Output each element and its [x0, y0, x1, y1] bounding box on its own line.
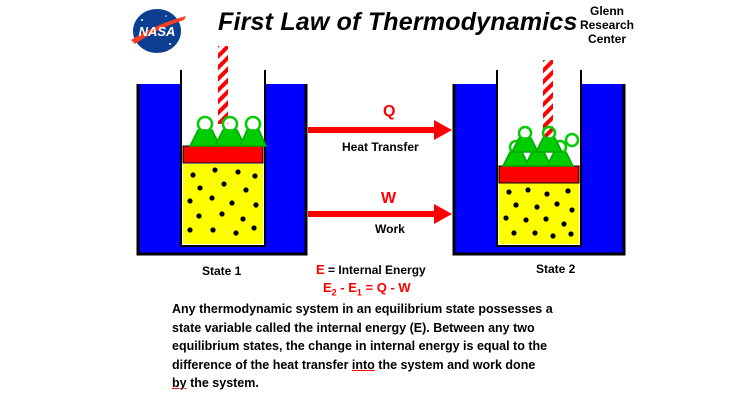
description-text: Any thermodynamic system in an equilibri…	[172, 300, 592, 393]
heat-symbol: Q	[383, 103, 396, 120]
state2-piston-rod	[543, 60, 553, 144]
description-line-1: Any thermodynamic system in an equilibri…	[172, 302, 553, 316]
state1-gas	[183, 164, 263, 244]
into-underlined: into	[351, 357, 375, 372]
by-underlined: by	[172, 376, 187, 390]
center-line-1: Glenn	[589, 4, 624, 18]
state2-molecules	[503, 187, 575, 239]
state1-weights	[188, 115, 268, 147]
nasa-logo: NASA	[131, 9, 186, 53]
energy-text: = Internal Energy	[328, 263, 426, 277]
description-line-4: difference of the heat transfer into the…	[172, 357, 536, 372]
first-law-formula: E2 - E1 = Q - W	[323, 280, 411, 298]
description-line-5: by the system.	[172, 376, 259, 390]
state1-piston	[182, 145, 264, 164]
state1-label: State 1	[202, 264, 242, 278]
state2-container-outline	[452, 84, 626, 256]
state1-piston-rod	[218, 46, 228, 124]
internal-energy-label: E = Internal Energy	[316, 262, 426, 277]
state1-molecules	[187, 167, 259, 236]
energy-symbol: E	[316, 262, 325, 277]
heat-arrow	[308, 120, 452, 140]
state2-label: State 2	[536, 262, 576, 276]
state1-system	[136, 46, 308, 256]
state2-system	[452, 60, 626, 256]
state2-piston	[498, 165, 580, 184]
description-line-3: equilibrium states, the change in intern…	[172, 339, 548, 353]
center-name: Glenn Research Center	[572, 4, 642, 46]
work-arrow	[308, 204, 452, 224]
heat-label: Heat Transfer	[342, 140, 419, 154]
page-title: First Law of Thermodynamics	[218, 8, 578, 36]
work-label: Work	[375, 222, 405, 236]
state2-weights	[501, 125, 580, 167]
center-line-3: Center	[587, 32, 626, 46]
center-line-2: Research	[579, 18, 635, 32]
nasa-logo-text: NASA	[139, 24, 176, 39]
work-symbol: W	[381, 190, 397, 207]
state1-container-outline	[136, 84, 308, 256]
description-line-2: state variable called the internal energ…	[172, 320, 535, 335]
